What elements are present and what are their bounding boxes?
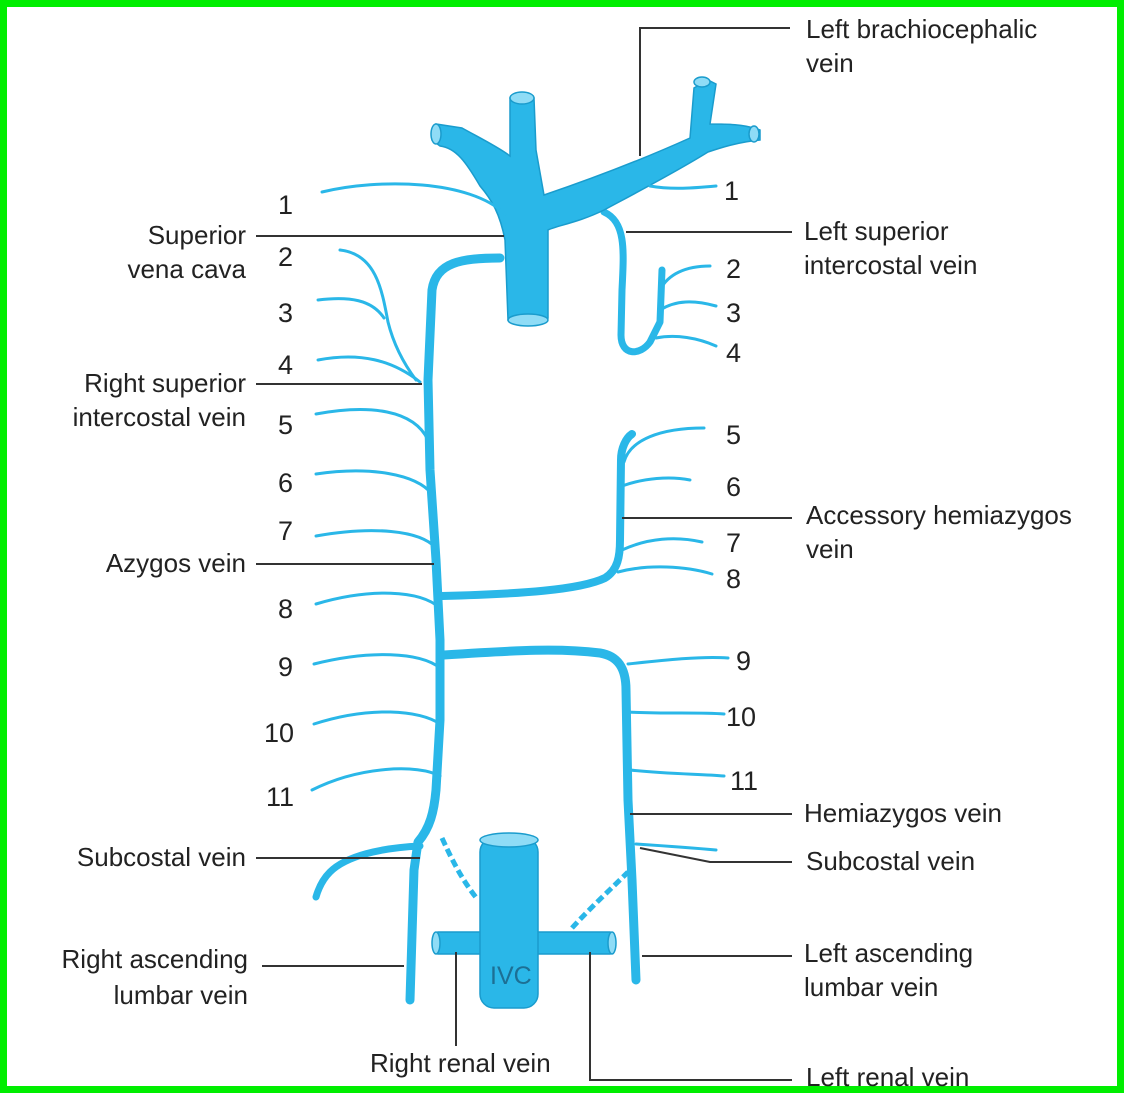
label-ivc: IVC <box>490 962 532 990</box>
svc-group <box>431 77 760 326</box>
left-intercostal-2 <box>660 266 710 290</box>
right-number-5: 5 <box>278 410 293 440</box>
labels: Left brachiocephalic vein Superior vena … <box>62 14 1072 1092</box>
right-intercostal-1 <box>322 184 505 214</box>
label-right-asc-lumbar-line2: lumbar vein <box>114 980 248 1010</box>
left-intercostal-8 <box>618 567 712 574</box>
left-number-10: 10 <box>726 702 756 732</box>
right-braided-communication <box>442 838 478 900</box>
left-number-6: 6 <box>726 472 741 502</box>
left-braided-communication <box>572 872 628 928</box>
right-intercostal-3 <box>318 299 384 318</box>
label-subcostal-right: Subcostal vein <box>77 842 246 872</box>
right-intercostal-10 <box>314 712 440 724</box>
label-right-sup-intercostal-line2: intercostal vein <box>73 402 246 432</box>
right-numbers: 1 2 3 4 5 6 7 8 9 10 11 <box>264 190 294 812</box>
right-number-3: 3 <box>278 298 293 328</box>
left-number-11: 11 <box>730 766 758 796</box>
right-intercostal-8 <box>316 593 440 608</box>
label-accessory-hemiazygos-line2: vein <box>806 534 854 564</box>
label-svc-line1: Superior <box>148 220 247 250</box>
leader-left-renal <box>590 952 792 1080</box>
ivc-top-cap <box>480 833 538 847</box>
right-number-7: 7 <box>278 516 293 546</box>
right-number-1: 1 <box>278 190 293 220</box>
label-left-asc-lumbar-line2: lumbar vein <box>804 972 938 1002</box>
right-intercostal-6 <box>316 471 432 494</box>
label-azygos: Azygos vein <box>106 548 246 578</box>
label-left-sup-intercostal-line1: Left superior <box>804 216 949 246</box>
left-number-4: 4 <box>726 338 741 368</box>
left-number-7: 7 <box>726 528 741 558</box>
label-right-asc-lumbar-line1: Right ascending <box>62 944 248 974</box>
left-intercostal-3 <box>660 302 716 310</box>
left-intercostal-9 <box>628 657 728 664</box>
left-intercostal-4 <box>656 336 716 346</box>
left-number-2: 2 <box>726 254 741 284</box>
label-hemiazygos: Hemiazygos vein <box>804 798 1002 828</box>
left-intercostal-7 <box>622 539 702 550</box>
hemiazygos-vein-shape <box>444 650 636 980</box>
right-number-11: 11 <box>266 782 294 812</box>
left-number-3: 3 <box>726 298 741 328</box>
svc-top-cap <box>510 92 534 104</box>
label-left-asc-lumbar-line1: Left ascending <box>804 938 973 968</box>
label-accessory-hemiazygos-line1: Accessory hemiazygos <box>806 500 1072 530</box>
label-left-brachiocephalic-line2: vein <box>806 48 854 78</box>
label-left-sup-intercostal-line2: intercostal vein <box>804 250 977 280</box>
left-number-5: 5 <box>726 420 741 450</box>
left-intercostal-5 <box>624 428 704 462</box>
right-subcostal-shape <box>316 846 420 897</box>
label-right-sup-intercostal-line1: Right superior <box>84 368 246 398</box>
right-intercostal-7 <box>316 531 436 548</box>
left-intercostal-11 <box>630 770 724 776</box>
left-renal-cap <box>608 932 616 954</box>
label-left-renal: Left renal vein <box>806 1062 969 1092</box>
right-renal-cap <box>432 932 440 954</box>
right-bcv-cap <box>431 124 441 144</box>
left-bcv-top-cap <box>694 77 710 87</box>
left-number-9: 9 <box>736 646 751 676</box>
label-subcostal-left: Subcostal vein <box>806 846 975 876</box>
left-bcv-side-cap <box>749 126 759 142</box>
right-number-2: 2 <box>278 242 293 272</box>
left-numbers: 1 2 3 4 5 6 7 8 9 10 11 <box>724 176 758 796</box>
right-number-8: 8 <box>278 594 293 624</box>
right-number-9: 9 <box>278 652 293 682</box>
label-left-brachiocephalic-line1: Left brachiocephalic <box>806 14 1037 44</box>
right-number-10: 10 <box>264 718 294 748</box>
right-intercostal-5 <box>316 410 428 440</box>
left-intercostal-6 <box>622 478 690 486</box>
right-number-4: 4 <box>278 350 293 380</box>
right-intercostal-11 <box>312 769 440 790</box>
left-intercostal-1 <box>650 186 716 188</box>
accessory-hemiazygos-shape <box>442 434 632 596</box>
left-number-8: 8 <box>726 564 741 594</box>
label-svc-line2: vena cava <box>127 254 246 284</box>
right-intercostal-9 <box>314 655 440 668</box>
left-number-1: 1 <box>724 176 739 206</box>
label-right-renal: Right renal vein <box>370 1048 551 1078</box>
left-intercostal-10 <box>628 712 724 714</box>
svc-bottom-cap <box>508 314 548 326</box>
right-number-6: 6 <box>278 468 293 498</box>
